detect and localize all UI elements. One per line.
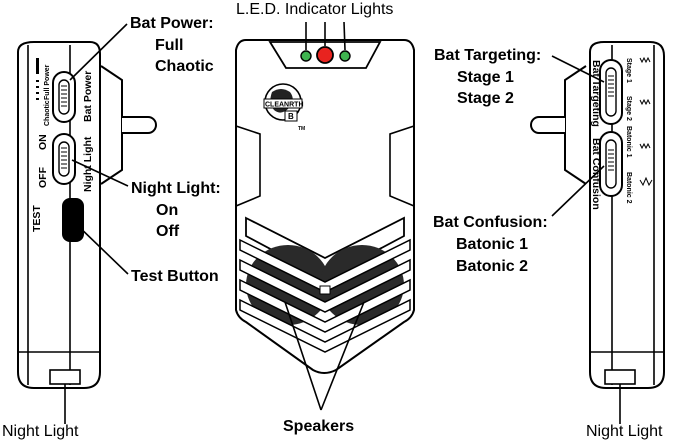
left-plug <box>100 65 123 185</box>
logo-initial: B <box>288 112 294 121</box>
callout-bat-targeting-stage1: Stage 1 <box>457 69 514 86</box>
wave-icons <box>639 56 653 187</box>
label-test: TEST <box>31 205 43 232</box>
right-night-light-window <box>604 369 636 385</box>
callout-test-button: Test Button <box>131 268 219 285</box>
front-device: CLEANRTH B TM <box>235 39 415 374</box>
callout-night-light-off: Off <box>156 223 180 240</box>
label-stage2: Stage 2 <box>625 96 632 121</box>
callout-bat-power-title: Bat Power: <box>130 15 214 32</box>
callout-bat-targeting-stage2: Stage 2 <box>457 90 514 107</box>
callout-speakers: Speakers <box>283 418 354 435</box>
label-night-light: Night Light <box>82 136 94 192</box>
right-plug <box>564 65 587 185</box>
callout-bat-confusion-title: Bat Confusion: <box>433 214 548 231</box>
label-on: ON <box>37 134 49 150</box>
logo-trademark: TM <box>298 126 305 132</box>
label-batonic1: Batonic 1 <box>625 126 632 158</box>
right-side-device: Bat Targeting Stage 1 Stage 2 Batonic 1 … <box>530 41 665 389</box>
callout-led: L.E.D. Indicator Lights <box>236 1 393 18</box>
label-chaotic: Chaotic <box>44 100 51 126</box>
right-plug-prong <box>530 116 565 134</box>
callout-bat-power-full: Full <box>155 37 183 54</box>
cleanrth-logo: CLEANRTH B TM <box>263 83 305 132</box>
left-vent-slots <box>36 58 39 100</box>
callout-night-light-title: Night Light: <box>131 180 221 197</box>
logo-text: CLEANRTH <box>265 102 304 109</box>
callout-night-light-on: On <box>156 202 178 219</box>
callout-bat-targeting-title: Bat Targeting: <box>434 47 541 64</box>
led-red <box>316 46 334 64</box>
label-full-power: Full Power <box>44 64 51 100</box>
left-night-light-window <box>49 369 81 385</box>
callout-night-light-left: Night Light <box>2 423 79 440</box>
label-bat-power: Bat Power <box>82 71 94 122</box>
left-side-device: Full Power Chaotic Bat Power ON OFF Nigh… <box>17 41 157 389</box>
led-green-left <box>300 50 312 62</box>
callout-lines <box>64 21 621 424</box>
label-off: OFF <box>37 166 49 188</box>
led-green-right <box>339 50 351 62</box>
label-stage1: Stage 1 <box>625 58 632 83</box>
test-button[interactable] <box>62 198 84 242</box>
speaker-grille <box>239 216 411 353</box>
label-bat-targeting: Bat Targeting <box>590 60 602 127</box>
callout-bat-confusion-batonic1: Batonic 1 <box>456 236 528 253</box>
right-device-body <box>589 41 665 389</box>
callout-bat-power-chaotic: Chaotic <box>155 58 214 75</box>
label-batonic2: Batonic 2 <box>625 172 632 204</box>
callout-night-light-right: Night Light <box>586 423 663 440</box>
left-device-body <box>17 41 101 389</box>
callout-bat-confusion-batonic2: Batonic 2 <box>456 258 528 275</box>
left-plug-prong <box>122 116 157 134</box>
